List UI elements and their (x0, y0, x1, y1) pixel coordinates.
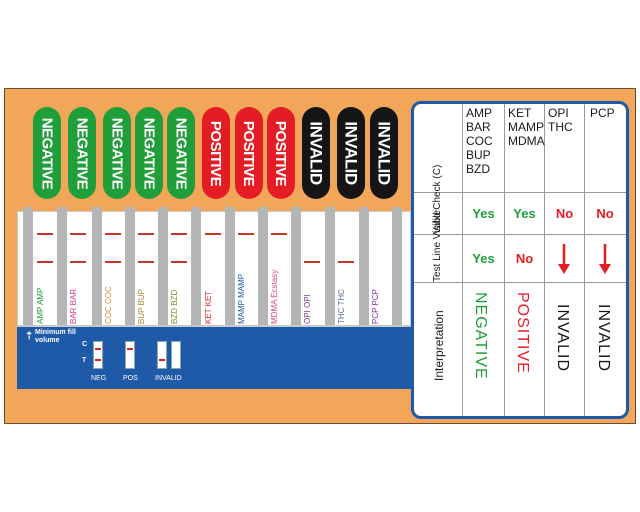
result-label-negative: NEGATIVE (167, 107, 195, 199)
test-strip: BZD BZD (169, 213, 189, 325)
minimum-fill-label: Minimum fill volume (35, 329, 76, 344)
neg-example-label: NEG (91, 375, 107, 382)
neg-example-strip (93, 341, 103, 369)
divider-strip (57, 207, 67, 335)
test-strip: AMP AMP (35, 213, 55, 325)
strip-label: OPI OPI (303, 294, 312, 324)
divider-strip (225, 207, 235, 335)
drug-group-4: PCP (590, 106, 615, 120)
divider-strip (158, 207, 168, 335)
divider-strip (325, 207, 335, 335)
result-label-positive: POSITIVE (267, 107, 295, 199)
divider-strip (392, 207, 402, 335)
test-strip: COC COC (103, 213, 123, 325)
arrow-down-icon (558, 244, 570, 274)
divider-strip (359, 207, 369, 335)
test-strip: MAMP MAMP (236, 213, 256, 325)
divider-strip (258, 207, 268, 335)
strip-label: COC COC (104, 286, 113, 324)
divider-strip (92, 207, 102, 335)
result-label-invalid: INVALID (337, 107, 365, 199)
arrow-down-icon (599, 244, 611, 274)
strip-label: AMP AMP (36, 287, 45, 324)
interpretation-invalid: INVALID (595, 304, 612, 373)
test-strip: OPI OPI (302, 213, 322, 325)
test-strip: PCP PCP (370, 213, 390, 325)
strip-label: KET KET (204, 290, 213, 324)
result-label-negative: NEGATIVE (33, 107, 61, 199)
instruction-bar: ⇡ Minimum fill volume C T NEG POS INVALI… (17, 325, 415, 389)
interpretation-positive: POSITIVE (514, 292, 531, 374)
test-line-label: Test Line Visible (432, 209, 443, 282)
valid-check-1: Yes (472, 206, 495, 221)
strip-label: PCP PCP (371, 289, 380, 324)
drug-group-3: OPI THC (548, 106, 573, 134)
test-strip: BAR BAR (68, 213, 88, 325)
invalid-example-strip (171, 341, 181, 369)
result-label-negative: NEGATIVE (68, 107, 96, 199)
divider-strip (125, 207, 135, 335)
valid-check-4: No (596, 206, 614, 221)
result-label-positive: POSITIVE (235, 107, 263, 199)
interpretation-key: AMP BAR COC BUP BZD KET MAMP MDMA OPI TH… (411, 101, 629, 419)
strip-label: BUP BUP (137, 289, 146, 324)
test-strip: MDMA Ecstasy (269, 213, 289, 325)
divider-strip (23, 207, 33, 335)
result-label-negative: NEGATIVE (103, 107, 131, 199)
result-label-negative: NEGATIVE (135, 107, 163, 199)
interpretation-invalid: INVALID (554, 304, 571, 373)
valid-check-3: No (555, 206, 574, 221)
interpretation-negative: NEGATIVE (472, 292, 489, 380)
result-label-invalid: INVALID (302, 107, 330, 199)
divider-strip (191, 207, 201, 335)
strip-label: MAMP MAMP (237, 273, 246, 324)
strip-label: THC THC (337, 289, 346, 324)
strip-label: BAR BAR (69, 288, 78, 324)
pos-example-label: POS (123, 375, 138, 382)
test-strip: BUP BUP (136, 213, 156, 325)
invalid-example-strip (157, 341, 167, 369)
result-label-invalid: INVALID (370, 107, 398, 199)
valid-check-2: Yes (513, 206, 536, 221)
fill-arrow-icon: ⇡ (25, 331, 34, 342)
interpretation-label: Interpretation (432, 310, 446, 382)
test-line-2: No (515, 251, 534, 266)
drug-group-1: AMP BAR COC BUP BZD (466, 106, 493, 176)
c-label: C (82, 341, 88, 348)
test-strip: KET KET (203, 213, 223, 325)
test-strip: THC THC (336, 213, 356, 325)
test-panel: NEGATIVE NEGATIVE NEGATIVE NEGATIVE NEGA… (4, 88, 636, 424)
result-label-positive: POSITIVE (202, 107, 230, 199)
strip-label: MDMA Ecstasy (270, 269, 279, 324)
invalid-example-label: INVALID (155, 375, 182, 382)
t-label: T (82, 357, 87, 364)
drug-group-2: KET MAMP MDMA (508, 106, 545, 148)
pos-example-strip (125, 341, 135, 369)
divider-strip (291, 207, 301, 335)
strip-label: BZD BZD (170, 289, 179, 324)
test-line-1: Yes (472, 251, 495, 266)
